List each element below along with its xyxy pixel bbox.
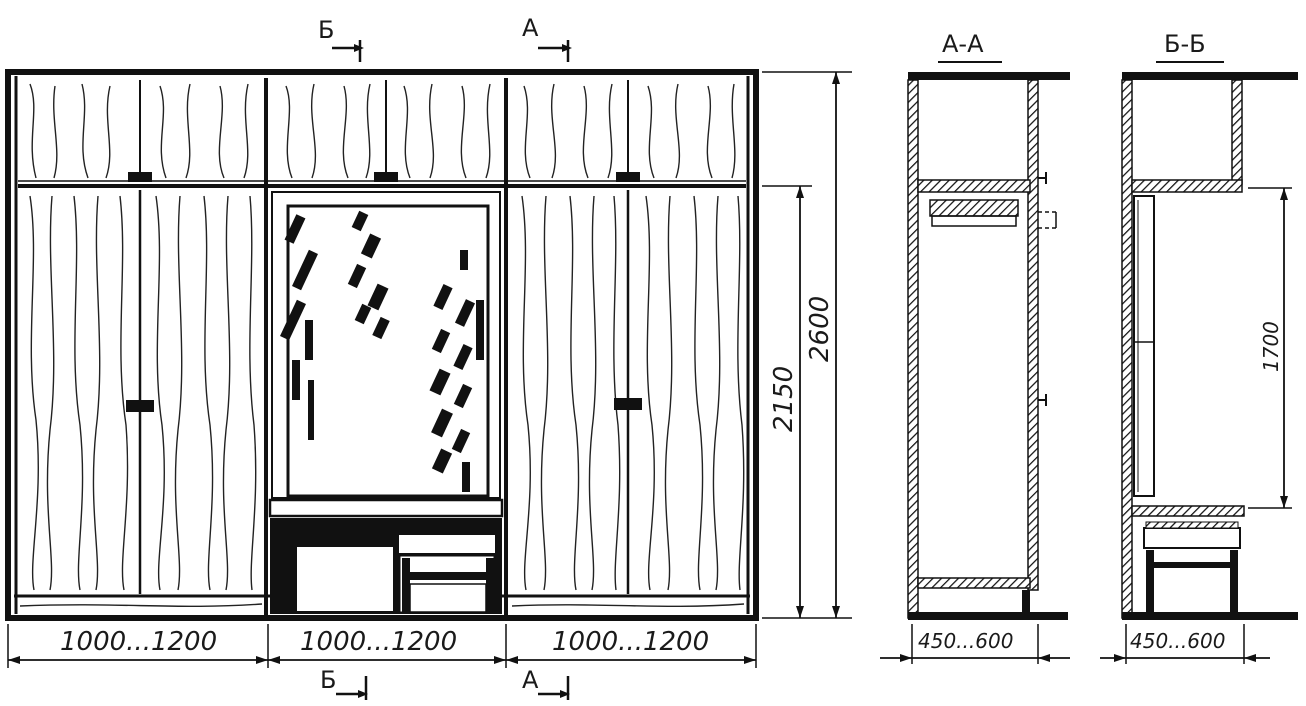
section-aa: А-А 450...600 — [880, 30, 1070, 664]
width-label-right: 1000...1200 — [552, 627, 709, 657]
right-door-handle — [614, 398, 642, 410]
mezzanine-handle-2 — [374, 172, 398, 182]
dressing-table — [270, 518, 502, 614]
front-view: Б А Б А — [5, 14, 852, 700]
section-bb-title: Б-Б — [1164, 30, 1206, 58]
height-dimensions: 2150 2600 — [762, 71, 852, 619]
left-door-handle — [126, 400, 154, 412]
mezzanine-handle-1 — [128, 172, 152, 182]
mezzanine-handle-3 — [616, 172, 640, 182]
width-dimensions: 1000...1200 1000...1200 1000...1200 — [7, 624, 757, 668]
section-bb: Б-Б 1700 450...600 — [1100, 30, 1298, 664]
width-label-middle: 1000...1200 — [300, 627, 457, 657]
width-label-left: 1000...1200 — [60, 627, 217, 657]
mirror-reflection — [280, 210, 484, 492]
mirror — [286, 204, 490, 498]
section-bb-depth-label: 450...600 — [1130, 629, 1225, 653]
total-height-label: 2600 — [805, 296, 835, 362]
section-bb-mirror — [1133, 195, 1155, 497]
svg-text:Б: Б — [318, 16, 334, 44]
cabinet-outline — [5, 69, 759, 621]
dressing-table-top — [268, 498, 504, 518]
door-height-label: 2150 — [769, 366, 799, 432]
drawer-box — [295, 545, 395, 613]
section-bb-stool — [1143, 527, 1241, 549]
wood-grain-mezzanine — [29, 83, 736, 179]
section-bb-height-label: 1700 — [1259, 321, 1283, 372]
svg-text:Б: Б — [320, 666, 336, 694]
section-mark-a-top: А — [522, 14, 572, 62]
mirror-niche — [268, 191, 504, 518]
svg-text:А: А — [522, 14, 539, 42]
section-aa-depth-label: 450...600 — [918, 629, 1013, 653]
section-aa-title: А-А — [942, 30, 984, 58]
section-mark-b-bottom: Б — [320, 666, 368, 700]
wood-grain-left-doors — [29, 195, 257, 591]
section-mark-b-top: Б — [318, 16, 364, 62]
section-mark-a-bottom: А — [522, 666, 570, 700]
wood-grain-right-doors — [521, 195, 745, 591]
stool-seat — [397, 533, 497, 555]
svg-text:А: А — [522, 666, 539, 694]
